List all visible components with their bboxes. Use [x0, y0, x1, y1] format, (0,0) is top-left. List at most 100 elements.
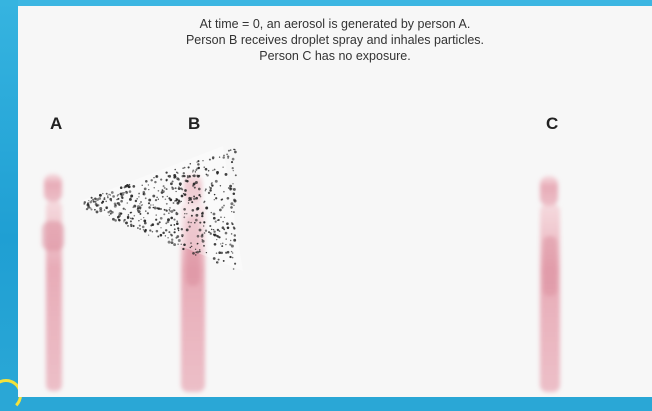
spray-dot: [223, 155, 225, 157]
spray-dot: [137, 227, 139, 229]
spray-dot: [99, 194, 102, 197]
spray-dot: [163, 185, 165, 187]
spray-dot: [147, 212, 149, 214]
spray-dot: [216, 262, 217, 263]
spray-dot: [123, 219, 124, 220]
spray-dot: [164, 209, 166, 211]
spray-dot: [132, 185, 135, 188]
spray-dot: [168, 175, 169, 176]
spray-dot: [120, 212, 122, 214]
spray-dot: [152, 204, 153, 205]
spray-dot: [199, 249, 201, 251]
spray-dot: [120, 200, 123, 203]
spray-dot: [198, 188, 201, 191]
spray-dot: [153, 207, 154, 208]
spray-dot: [184, 167, 186, 169]
spray-dot: [153, 177, 154, 178]
spray-dot: [184, 193, 187, 196]
spray-dot: [167, 237, 169, 239]
spray-dot: [211, 183, 212, 184]
spray-dot: [118, 204, 120, 206]
figures-canvas: [18, 6, 652, 397]
spray-dot: [225, 252, 227, 254]
spray-dot: [225, 173, 228, 176]
spray-dot: [137, 207, 139, 209]
spray-dot: [227, 155, 229, 157]
spray-dot: [177, 178, 180, 181]
spray-dot: [171, 241, 174, 244]
spray-dot: [148, 206, 151, 209]
spray-dot: [110, 213, 112, 215]
spray-dot: [197, 235, 200, 238]
spray-dot: [123, 192, 125, 194]
spray-dot: [156, 197, 157, 198]
spray-dot: [148, 234, 149, 235]
spray-dot: [145, 197, 147, 199]
spray-dot: [233, 268, 235, 270]
spray-dot: [205, 188, 207, 190]
spray-dot: [125, 209, 126, 210]
spray-dot: [152, 231, 154, 233]
spray-dot: [221, 206, 223, 208]
spray-dot: [232, 183, 233, 184]
spray-dot: [195, 171, 196, 172]
spray-dot: [179, 182, 182, 185]
spray-dot: [165, 229, 167, 231]
spray-dot: [142, 226, 145, 229]
spray-dot: [89, 201, 91, 203]
spray-dot: [198, 194, 200, 196]
spray-dot: [88, 204, 90, 206]
spray-dot: [193, 182, 196, 185]
spray-dot: [150, 179, 152, 181]
spray-dot: [183, 243, 186, 246]
spray-dot: [229, 243, 231, 245]
spray-dot: [143, 193, 146, 196]
diagram-panel: At time = 0, an aerosol is generated by …: [18, 6, 652, 397]
spray-dot: [178, 239, 181, 242]
spray-dot: [108, 194, 110, 196]
spray-dot: [187, 175, 189, 177]
spray-dot: [165, 222, 167, 224]
spray-dot: [220, 243, 221, 244]
spray-dot: [125, 221, 128, 224]
spray-dot: [162, 232, 165, 235]
spray-dot: [169, 199, 172, 202]
spray-dot: [130, 224, 132, 226]
spray-dot: [226, 222, 229, 225]
spray-dot: [226, 153, 228, 155]
spray-dot: [92, 199, 94, 201]
spray-dot: [158, 199, 159, 200]
spray-dot: [174, 228, 176, 230]
spray-dot: [223, 191, 225, 193]
spray-dot: [111, 191, 114, 194]
spray-dot: [233, 226, 235, 228]
spray-dot: [210, 187, 212, 189]
spray-dot: [174, 210, 175, 211]
spray-dot: [175, 191, 176, 192]
spray-dot: [139, 203, 140, 204]
spray-dot: [106, 207, 108, 209]
spray-dot: [132, 225, 134, 227]
spray-dot: [118, 219, 120, 221]
spray-dot: [190, 247, 191, 248]
spray-dot: [166, 180, 168, 182]
spray-dot: [203, 221, 205, 223]
spray-dot: [195, 249, 196, 250]
spray-dot: [189, 175, 191, 177]
spray-dot: [173, 219, 175, 221]
spray-dot: [105, 200, 107, 202]
spray-dot: [230, 240, 231, 241]
spray-dot: [163, 213, 165, 215]
spray-dot: [173, 202, 175, 204]
spray-dot: [216, 171, 219, 174]
spray-dot: [197, 208, 199, 210]
spray-dot: [219, 209, 222, 212]
spray-dot: [214, 199, 215, 200]
spray-dot: [230, 202, 233, 205]
spray-dot: [235, 174, 237, 176]
spray-dot: [217, 229, 219, 231]
spray-dot: [206, 252, 207, 253]
spray-dot: [197, 163, 200, 166]
spray-dot: [230, 149, 232, 151]
spray-dot: [202, 160, 203, 161]
